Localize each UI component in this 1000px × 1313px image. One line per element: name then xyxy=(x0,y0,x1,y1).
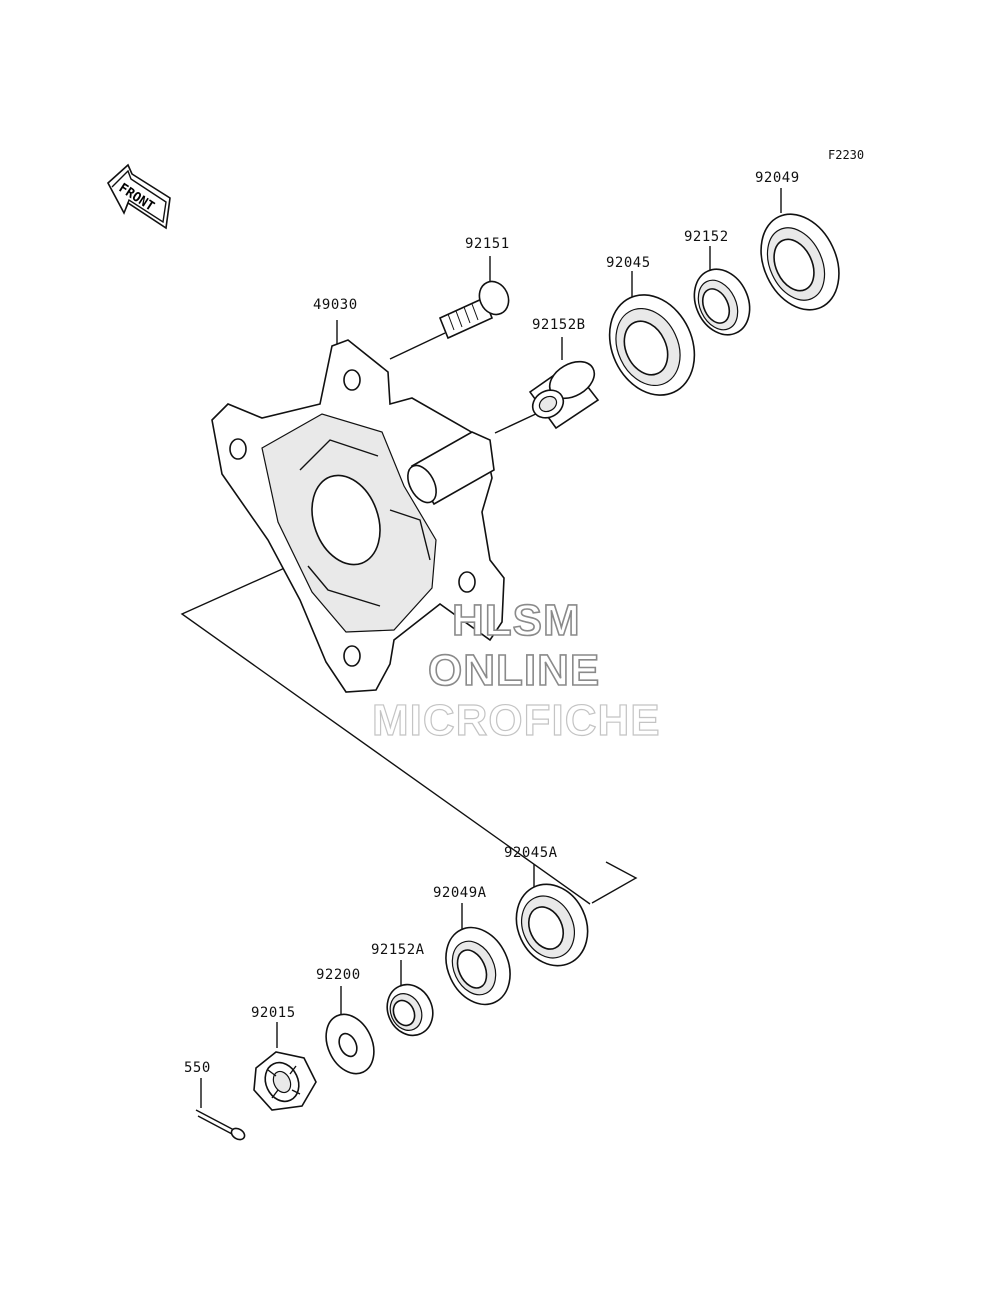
part-label-bearing-a[interactable]: 92045A xyxy=(504,845,558,861)
collar-a-drawing xyxy=(386,983,434,1037)
figure-code: F2230 xyxy=(828,148,865,162)
watermark-line-3: MICROFICHE xyxy=(371,695,661,745)
hub-drawing xyxy=(211,339,505,693)
part-label-cotter-pin[interactable]: 550 xyxy=(184,1060,211,1076)
oil-seal-drawing xyxy=(760,213,840,311)
watermark-line-2: ONLINE xyxy=(427,645,601,696)
collar-drawing xyxy=(693,268,751,336)
castle-nut-drawing xyxy=(253,1051,317,1111)
part-label-hub[interactable]: 49030 xyxy=(313,297,358,313)
watermark-line-1: HLSM xyxy=(451,595,581,646)
part-label-washer[interactable]: 92200 xyxy=(316,967,361,983)
part-label-bearing[interactable]: 92045 xyxy=(606,255,651,271)
bearing-drawing xyxy=(608,294,696,396)
part-label-collar-a[interactable]: 92152A xyxy=(371,942,425,958)
collar-b-drawing xyxy=(528,360,600,430)
oil-seal-a-drawing xyxy=(445,926,511,1006)
front-arrow-icon: FRONT xyxy=(106,163,171,230)
part-label-collar-b[interactable]: 92152B xyxy=(532,317,586,333)
cotter-pin-drawing xyxy=(195,1109,246,1141)
part-label-oil-seal[interactable]: 92049 xyxy=(755,170,800,186)
part-label-castle-nut[interactable]: 92015 xyxy=(251,1005,296,1021)
bearing-a-drawing xyxy=(515,883,589,967)
part-label-collar[interactable]: 92152 xyxy=(684,229,729,245)
part-label-stud[interactable]: 92151 xyxy=(465,236,510,252)
stud-drawing xyxy=(438,280,510,340)
washer-drawing xyxy=(325,1013,375,1075)
part-label-oil-seal-a[interactable]: 92049A xyxy=(433,885,487,901)
